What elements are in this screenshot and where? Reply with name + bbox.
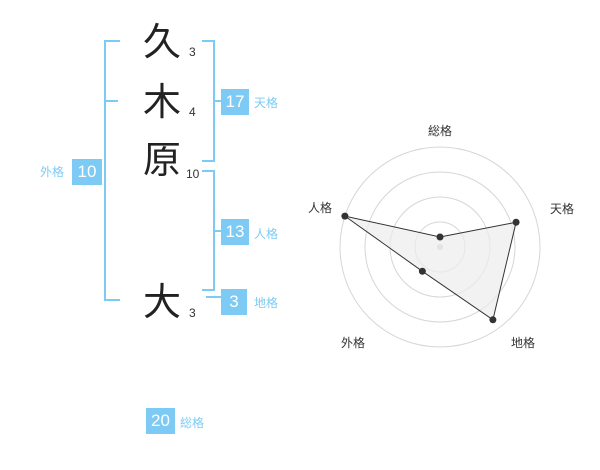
radar-point-1	[436, 233, 444, 241]
tenkaku-label: 天格	[254, 96, 279, 110]
soukaku-badge: 20	[146, 408, 175, 434]
tenkaku-connector	[213, 100, 221, 102]
gaikaku-bracket	[104, 40, 120, 301]
stroke-count-4: 3	[189, 306, 196, 320]
radar-axis-label-chikaku: 地格	[511, 336, 536, 350]
gaikaku-badge: 10	[72, 159, 102, 185]
radar-point-3	[489, 316, 497, 324]
radar-point-4	[418, 267, 426, 275]
name-char-3: 原	[142, 138, 181, 182]
radar-axis-label-tenkaku: 天格	[550, 202, 575, 216]
stroke-count-3: 10	[186, 167, 200, 181]
name-char-1: 久	[142, 20, 181, 64]
stroke-count-2: 4	[189, 105, 196, 119]
jinkaku-label: 人格	[254, 227, 279, 241]
chikaku-connector	[206, 296, 221, 298]
radar-ring-3	[364, 171, 516, 323]
name-char-2: 木	[142, 80, 181, 124]
tenkaku-badge: 17	[221, 89, 249, 115]
stroke-count-1: 3	[189, 45, 196, 59]
radar-ring-4	[339, 146, 541, 348]
radar-axis-label-soukaku: 総格	[428, 124, 453, 138]
jinkaku-connector	[213, 230, 221, 232]
radar-point-2	[512, 218, 520, 226]
chikaku-badge: 3	[221, 289, 247, 315]
chikaku-label: 地格	[254, 296, 279, 310]
name-char-4: 大	[142, 280, 181, 324]
soukaku-label: 総格	[180, 416, 205, 430]
radar-axis-label-jinkaku: 人格	[308, 201, 333, 215]
gaikaku-tick	[106, 100, 118, 102]
radar-axis-label-gaikaku: 外格	[341, 336, 366, 350]
gaikaku-label: 外格	[40, 165, 65, 179]
radar-polygon	[344, 215, 517, 321]
jinkaku-badge: 13	[221, 219, 249, 245]
radar-points	[341, 212, 520, 324]
radar-point-5	[341, 212, 349, 220]
